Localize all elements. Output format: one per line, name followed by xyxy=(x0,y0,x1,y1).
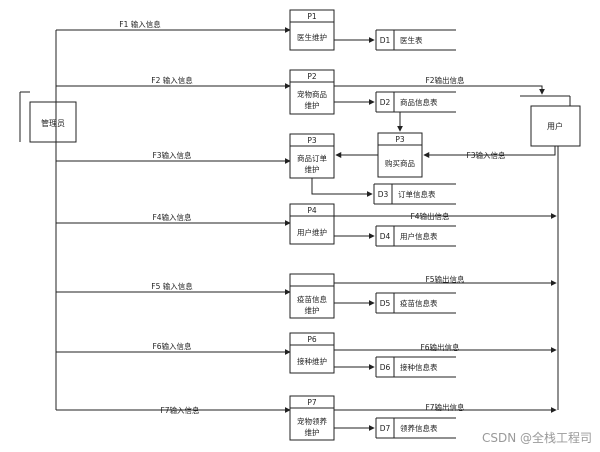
store-d4: D4 用户信息表 xyxy=(375,225,456,247)
watermark: CSDN @全栈工程司 xyxy=(482,430,592,445)
input-flow-label-f6: F6输入信息 xyxy=(152,341,192,351)
store-d4-name: 用户信息表 xyxy=(400,231,438,241)
admin-label: 管理员 xyxy=(41,118,65,128)
process-buy-name: 购买商品 xyxy=(385,158,415,168)
output-flows: F2输出信息 F4输出信息 F5输出信息 F6输出信息 F7输出信息 xyxy=(334,75,559,413)
process-p4-id: P4 xyxy=(307,206,317,215)
store-d4-id: D4 xyxy=(380,232,391,241)
output-flow-label-f2: F2输出信息 xyxy=(425,75,465,85)
output-flow-label-f7: F7输出信息 xyxy=(425,402,465,412)
output-flow-label-f5: F5输出信息 xyxy=(425,274,465,284)
process-buy: P3 购买商品 xyxy=(377,132,423,178)
input-flow-label-f2: F2 输入信息 xyxy=(151,75,193,85)
output-flow-label-f4: F4输出信息 xyxy=(410,211,450,221)
output-flow-label-f6: F6输出信息 xyxy=(420,342,460,352)
input-flow-label-f3: F3输入信息 xyxy=(152,150,192,160)
process-p2: P2 宠物商品 维护 xyxy=(289,69,335,115)
store-d2: D2 商品信息表 xyxy=(375,91,456,113)
admin-entity: 管理员 xyxy=(19,91,77,143)
process-p4-name: 用户维护 xyxy=(297,227,327,237)
store-d7: D7 领养信息表 xyxy=(375,417,456,439)
process-p3-name-1: 商品订单 xyxy=(297,153,327,163)
process-p1-name: 医生维护 xyxy=(297,32,327,42)
process-p7-id: P7 xyxy=(307,398,317,407)
process-p2-name-1: 宠物商品 xyxy=(297,89,327,99)
process-p5: 疫苗信息 维护 xyxy=(289,273,335,319)
store-d3-id: D3 xyxy=(378,190,389,199)
user-input-flow: F3输入信息 xyxy=(423,146,556,160)
process-p6: P6 接种维护 xyxy=(289,332,335,374)
input-flows: F1 输入信息 F2 输入信息 F3输入信息 F4输入信息 F5 输入信息 F6… xyxy=(56,19,291,415)
process-p7-name-1: 宠物领养 xyxy=(297,416,327,426)
process-p6-id: P6 xyxy=(307,335,317,344)
input-flow-label-f7: F7输入信息 xyxy=(160,405,200,415)
input-flow-label-f4: F4输入信息 xyxy=(152,212,192,222)
store-d3-name: 订单信息表 xyxy=(398,189,436,199)
store-d6-name: 接种信息表 xyxy=(400,362,438,372)
process-p4: P4 用户维护 xyxy=(289,203,335,245)
store-d5: D5 疫苗信息表 xyxy=(375,292,456,314)
store-d1-id: D1 xyxy=(380,36,391,45)
process-buy-id: P3 xyxy=(395,135,405,144)
store-d2-name: 商品信息表 xyxy=(400,97,438,107)
data-stores: D1 医生表 D2 商品信息表 D3 订单信息表 D4 用 xyxy=(373,29,456,439)
user-entity: 用户 xyxy=(520,95,581,147)
process-p5-name-1: 疫苗信息 xyxy=(297,294,327,304)
store-d7-name: 领养信息表 xyxy=(400,423,438,433)
store-d2-id: D2 xyxy=(380,98,391,107)
process-p1: P1 医生维护 xyxy=(289,9,335,51)
process-p7: P7 宠物领养 维护 xyxy=(289,395,335,441)
user-input-flow-label: F3输入信息 xyxy=(466,150,506,160)
store-d6-id: D6 xyxy=(380,363,391,372)
input-flow-label-f5: F5 输入信息 xyxy=(151,281,193,291)
store-d1-name: 医生表 xyxy=(400,35,423,45)
process-p7-name-2: 维护 xyxy=(305,427,320,437)
store-d1: D1 医生表 xyxy=(375,29,456,51)
process-p1-id: P1 xyxy=(307,12,317,21)
process-p6-name: 接种维护 xyxy=(297,356,327,366)
process-p3-id: P3 xyxy=(307,136,317,145)
process-p3-name-2: 维护 xyxy=(305,164,320,174)
process-p3-order: P3 商品订单 维护 xyxy=(289,133,335,179)
store-d7-id: D7 xyxy=(380,424,391,433)
process-p2-name-2: 维护 xyxy=(305,100,320,110)
process-p2-id: P2 xyxy=(307,72,317,81)
store-d3: D3 订单信息表 xyxy=(373,183,456,205)
store-connectors xyxy=(311,37,403,431)
store-d5-name: 疫苗信息表 xyxy=(400,298,438,308)
process-p5-name-2: 维护 xyxy=(305,305,320,315)
store-d5-id: D5 xyxy=(380,299,391,308)
store-d6: D6 接种信息表 xyxy=(375,356,456,378)
user-label: 用户 xyxy=(547,121,563,131)
input-flow-label-f1: F1 输入信息 xyxy=(119,19,161,29)
